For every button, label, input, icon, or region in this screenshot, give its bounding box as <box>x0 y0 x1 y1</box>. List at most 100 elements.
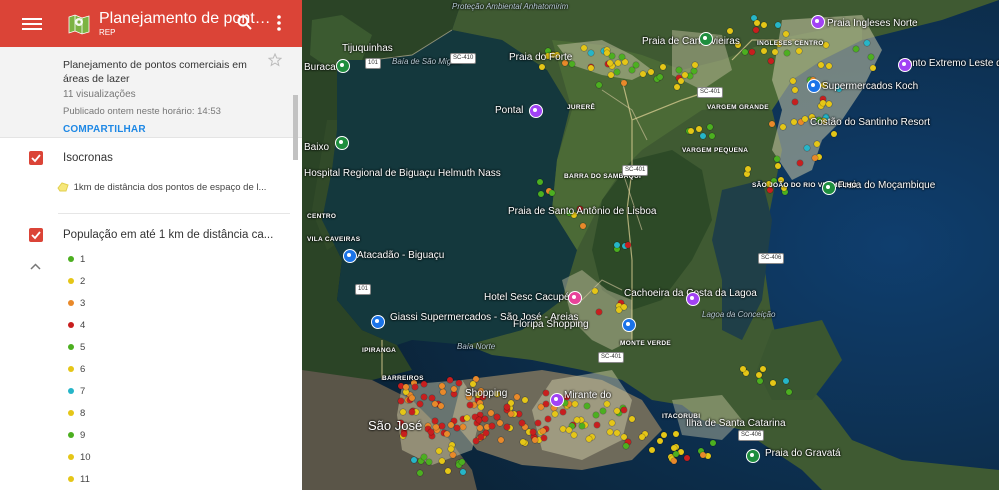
population-marker[interactable] <box>483 429 490 436</box>
population-marker[interactable] <box>818 61 824 68</box>
population-marker[interactable] <box>545 416 552 423</box>
population-marker[interactable] <box>548 190 555 197</box>
population-marker[interactable] <box>760 365 767 372</box>
population-marker[interactable] <box>589 433 596 440</box>
population-marker[interactable] <box>798 118 805 125</box>
population-marker[interactable] <box>522 424 529 431</box>
layer-isocronas-title[interactable]: Isocronas <box>63 152 113 164</box>
population-marker[interactable] <box>568 422 575 429</box>
population-marker[interactable] <box>700 451 707 458</box>
population-marker[interactable] <box>504 423 511 430</box>
population-marker[interactable] <box>776 40 783 47</box>
population-marker[interactable] <box>417 469 424 476</box>
population-marker[interactable] <box>503 403 510 410</box>
population-marker[interactable] <box>620 434 627 441</box>
park-poi-icon-2[interactable] <box>335 136 349 150</box>
population-marker[interactable] <box>587 65 594 72</box>
share-button[interactable]: COMPARTILHAR <box>63 124 146 135</box>
population-marker[interactable] <box>408 409 415 416</box>
population-marker[interactable] <box>439 383 446 390</box>
population-marker[interactable] <box>739 365 746 372</box>
population-marker[interactable] <box>774 156 781 163</box>
population-marker[interactable] <box>770 379 777 386</box>
legend-item[interactable]: 2 <box>68 276 85 288</box>
population-marker[interactable] <box>460 415 467 422</box>
legend-item[interactable]: 9 <box>68 430 85 442</box>
layer-populacao-checkbox[interactable] <box>29 228 43 242</box>
population-marker[interactable] <box>697 447 704 454</box>
population-marker[interactable] <box>409 394 416 401</box>
population-marker[interactable] <box>459 424 466 431</box>
population-marker[interactable] <box>677 78 684 85</box>
population-marker[interactable] <box>769 121 776 128</box>
park-poi-icon[interactable] <box>336 59 350 73</box>
population-marker[interactable] <box>472 376 479 383</box>
population-marker[interactable] <box>704 453 711 460</box>
chevron-up-icon[interactable] <box>30 258 41 270</box>
population-marker[interactable] <box>592 288 599 295</box>
population-marker[interactable] <box>596 308 602 315</box>
population-marker[interactable] <box>741 48 748 55</box>
population-marker[interactable] <box>639 71 646 78</box>
population-marker[interactable] <box>489 423 496 430</box>
hamburger-menu-icon[interactable] <box>22 15 42 33</box>
population-marker[interactable] <box>781 188 788 195</box>
scrollbar[interactable] <box>293 95 298 160</box>
population-marker[interactable] <box>767 186 774 193</box>
population-marker[interactable] <box>451 386 458 393</box>
population-marker[interactable] <box>580 223 586 230</box>
population-marker[interactable] <box>629 67 636 74</box>
population-marker[interactable] <box>477 387 484 394</box>
population-marker[interactable] <box>410 457 417 464</box>
population-marker[interactable] <box>751 15 758 22</box>
population-marker[interactable] <box>578 423 585 430</box>
population-marker[interactable] <box>551 404 558 411</box>
legend-item[interactable]: 11 <box>68 474 90 486</box>
population-marker[interactable] <box>440 388 447 395</box>
population-marker[interactable] <box>472 413 479 420</box>
population-marker[interactable] <box>673 431 680 438</box>
population-marker[interactable] <box>410 380 417 387</box>
population-marker[interactable] <box>774 162 781 169</box>
population-marker[interactable] <box>670 457 677 464</box>
population-marker[interactable] <box>514 394 521 401</box>
population-marker[interactable] <box>571 400 578 407</box>
population-marker[interactable] <box>607 428 614 435</box>
population-marker[interactable] <box>686 73 693 80</box>
population-marker[interactable] <box>641 430 648 437</box>
legend-item[interactable]: 3 <box>68 298 85 310</box>
population-marker[interactable] <box>754 19 761 26</box>
population-marker[interactable] <box>534 419 541 426</box>
beach-poi-icon[interactable] <box>699 32 713 46</box>
population-marker[interactable] <box>504 407 511 414</box>
population-marker[interactable] <box>603 50 610 57</box>
population-marker[interactable] <box>543 390 550 397</box>
population-marker[interactable] <box>774 21 781 28</box>
population-marker[interactable] <box>684 455 690 461</box>
population-marker[interactable] <box>494 391 501 398</box>
population-marker[interactable] <box>690 68 697 75</box>
population-marker[interactable] <box>797 159 804 166</box>
legend-item[interactable]: 4 <box>68 320 85 332</box>
population-marker[interactable] <box>615 306 622 313</box>
population-marker[interactable] <box>587 50 594 57</box>
population-marker[interactable] <box>482 416 489 423</box>
population-marker[interactable] <box>570 431 577 438</box>
population-marker[interactable] <box>593 411 600 418</box>
population-marker[interactable] <box>420 380 427 387</box>
population-marker[interactable] <box>660 64 666 71</box>
population-marker[interactable] <box>450 452 457 459</box>
population-marker[interactable] <box>614 429 621 436</box>
population-marker[interactable] <box>531 436 538 443</box>
population-marker[interactable] <box>868 54 875 61</box>
population-marker[interactable] <box>870 65 877 72</box>
population-marker[interactable] <box>449 441 456 448</box>
population-marker[interactable] <box>456 379 463 386</box>
hotel-poi-icon[interactable] <box>568 291 582 305</box>
population-marker[interactable] <box>620 406 627 413</box>
population-marker[interactable] <box>573 417 580 424</box>
population-marker[interactable] <box>477 411 483 418</box>
population-marker[interactable] <box>421 453 428 460</box>
population-marker[interactable] <box>606 59 613 66</box>
population-marker[interactable] <box>803 144 810 151</box>
